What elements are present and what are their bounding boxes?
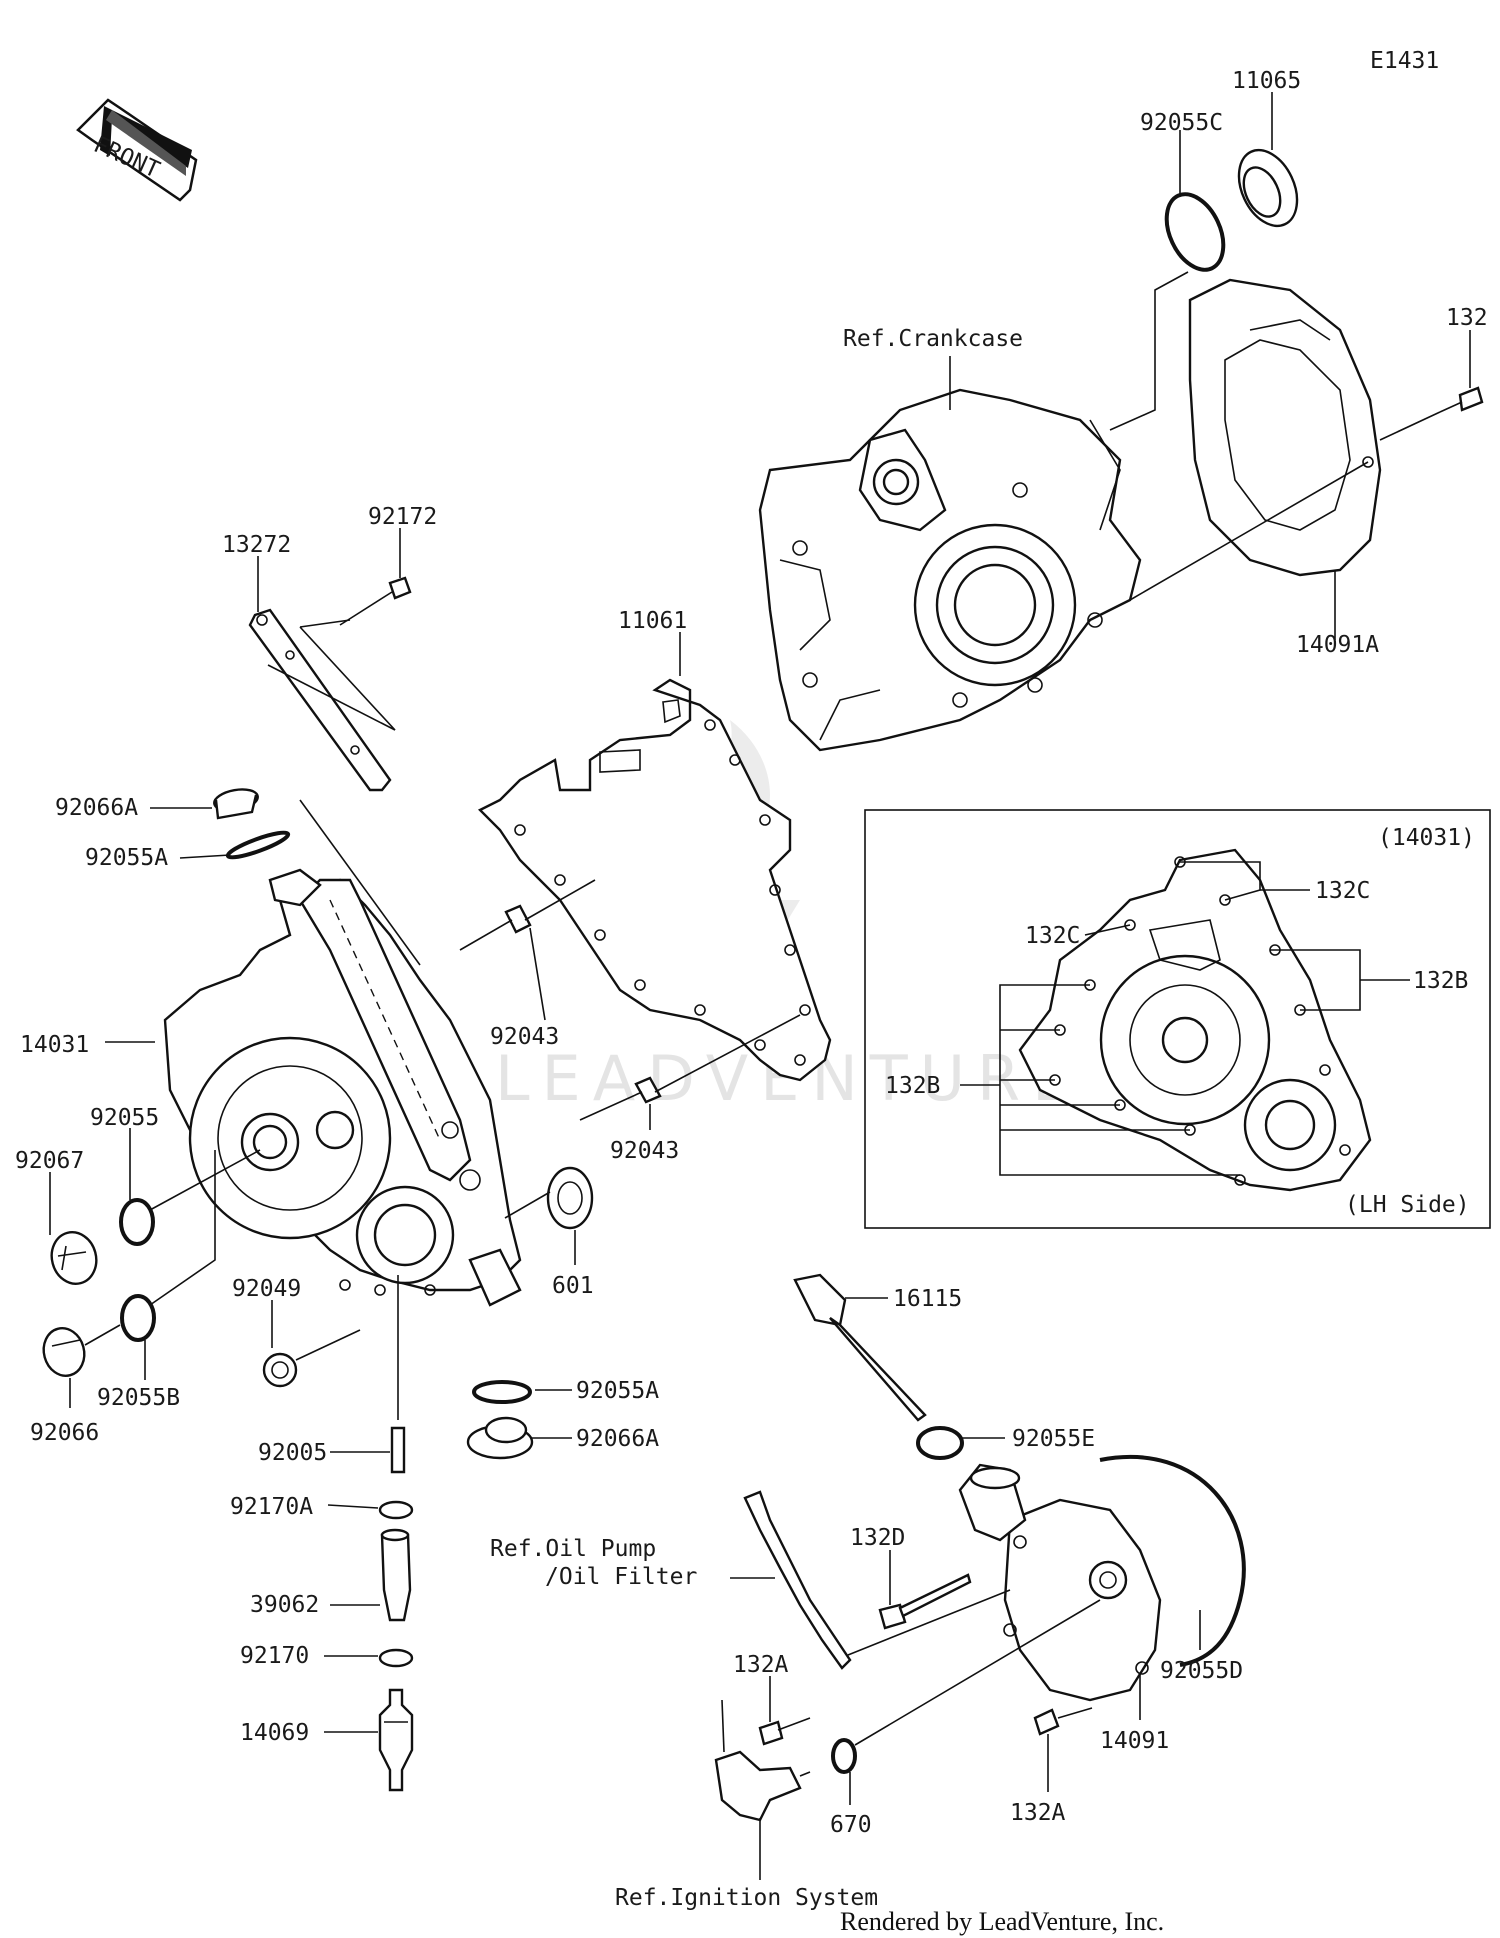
svg-text:92055E: 92055E [1012,1426,1095,1452]
seal-11065: 11065 [1232,68,1301,228]
front-arrow: FRONT [76,98,198,202]
crankcase [758,388,1142,752]
svg-text:13272: 13272 [222,532,291,558]
oring-92055A-bottom: 92055A [472,1378,659,1404]
bolt-132A-right: 132A [1010,1707,1093,1826]
svg-text:/Oil Filter: /Oil Filter [545,1564,697,1590]
plate-14091A: 14091A [1129,278,1382,658]
dipstick-16115: 16115 [793,1273,962,1422]
svg-text:92170A: 92170A [230,1494,313,1520]
svg-text:92049: 92049 [232,1276,301,1302]
hose-39062: 39062 [250,1528,412,1622]
diagram-code: E1431 [1370,48,1439,74]
fitting-92005: 92005 [258,1275,406,1474]
svg-text:92043: 92043 [610,1138,679,1164]
svg-text:132D: 132D [850,1525,905,1551]
svg-text:Ref.Oil Pump: Ref.Oil Pump [490,1536,656,1562]
svg-text:39062: 39062 [250,1592,319,1618]
svg-text:11065: 11065 [1232,68,1301,94]
svg-text:670: 670 [830,1812,872,1838]
credit-text: Rendered by LeadVenture, Inc. [840,1907,1164,1936]
inset-title: (14031) [1378,825,1475,851]
svg-text:132C: 132C [1315,878,1370,904]
svg-text:92043: 92043 [490,1024,559,1050]
svg-text:92055: 92055 [90,1105,159,1131]
cover-14091: 14091 [958,1463,1169,1754]
svg-text:132A: 132A [1010,1800,1066,1826]
gasket-11061: 11061 [477,608,832,1082]
dowel-92043-b: 92043 [579,1014,801,1164]
svg-text:92005: 92005 [258,1440,327,1466]
inset-side-label: (LH Side) [1345,1192,1470,1218]
ignition-ref: Ref.Ignition System [615,1699,878,1911]
filter-14069: 14069 [240,1688,414,1792]
oring-92055B: 92055B [97,1150,216,1411]
svg-text:132B: 132B [885,1073,940,1099]
svg-text:11061: 11061 [618,608,687,634]
oring-92055D: 92055D [1099,1454,1246,1684]
clamp-92170: 92170 [240,1643,414,1669]
svg-text:14069: 14069 [240,1720,309,1746]
svg-text:601: 601 [552,1273,594,1299]
bracket-13272: 13272 [222,532,421,966]
svg-text:92067: 92067 [15,1148,84,1174]
svg-text:92066A: 92066A [576,1426,659,1452]
bearing-601: 601 [504,1166,594,1299]
svg-text:92170: 92170 [240,1643,309,1669]
plug-92066: 92066 [30,1324,121,1446]
clamp-92170A: 92170A [230,1494,414,1520]
svg-text:92055D: 92055D [1160,1658,1243,1684]
svg-text:14091: 14091 [1100,1728,1169,1754]
svg-text:92172: 92172 [368,504,437,530]
oring-670: 670 [830,1599,1101,1838]
cap-92066A-bottom: 92066A [466,1416,659,1460]
svg-text:92055A: 92055A [85,845,168,871]
crankcase-ref-label: Ref.Crankcase [843,326,1023,410]
svg-text:132A: 132A [733,1652,789,1678]
seal-92049: 92049 [232,1276,361,1388]
inset-lh-side: (14031) (LH Side) 132C 132C 132B [864,809,1491,1229]
oring-92055E: 92055E [916,1426,1095,1460]
bolt-132-top: 132 [1379,305,1488,441]
oil-pump-ref: Ref.Oil Pump /Oil Filter [490,1490,1011,1670]
svg-text:92055A: 92055A [576,1378,659,1404]
oring-92055C: 92055C [1109,110,1226,431]
svg-text:92055B: 92055B [97,1385,180,1411]
svg-text:92066: 92066 [30,1420,99,1446]
svg-text:14031: 14031 [20,1032,89,1058]
svg-text:Ref.Ignition System: Ref.Ignition System [615,1885,878,1911]
oring-92055: 92055 [90,1105,261,1246]
bolt-132A-left: 132A [733,1652,811,1746]
svg-text:16115: 16115 [893,1286,962,1312]
svg-text:Ref.Crankcase: Ref.Crankcase [843,326,1023,352]
svg-text:132: 132 [1446,305,1488,331]
svg-text:14091A: 14091A [1296,632,1379,658]
svg-text:132C: 132C [1025,923,1080,949]
plug-92067: 92067 [15,1148,98,1285]
cap-92066A-top: 92066A [55,788,259,821]
svg-text:92055C: 92055C [1140,110,1223,136]
svg-text:92066A: 92066A [55,795,138,821]
cover-14031: 14031 [20,868,522,1307]
bolt-132D: 132D [850,1525,972,1630]
dowel-92043-a: 92043 [459,879,596,1050]
bolt-92172: 92172 [339,504,437,626]
svg-text:132B: 132B [1413,968,1468,994]
oring-92055A-top: 92055A [85,830,291,871]
